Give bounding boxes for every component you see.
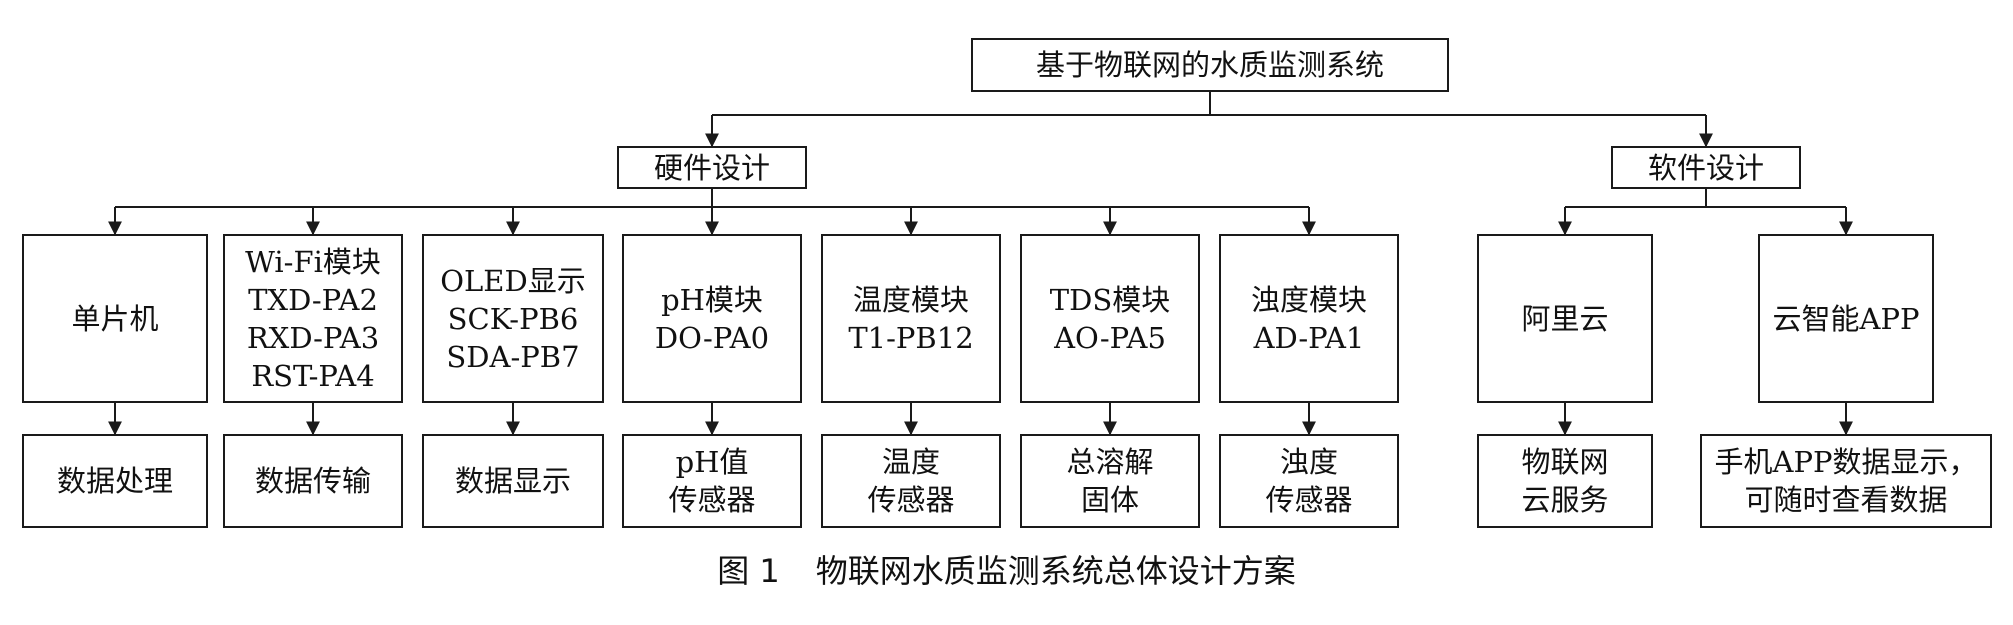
- function-line: pH值: [675, 445, 749, 479]
- software-design-box: 软件设计: [1611, 146, 1801, 189]
- module-line: 温度模块: [852, 282, 969, 317]
- function-line: 固体: [1080, 483, 1139, 517]
- app-module-box: 云智能APP: [1758, 234, 1934, 403]
- module-line: T1-PB12: [848, 320, 974, 355]
- function-line: 浊度: [1279, 445, 1338, 479]
- module-line: RXD-PA3: [246, 320, 380, 355]
- root-box: 基于物联网的水质监测系统: [971, 38, 1449, 92]
- module-line: SCK-PB6: [447, 301, 579, 336]
- figure-number: 图 1: [717, 552, 780, 590]
- function-box-turbidity-sensor: 浊度 传感器: [1219, 434, 1399, 528]
- ph-module-box: pH模块 DO-PA0: [622, 234, 802, 403]
- function-line: 云服务: [1521, 483, 1609, 517]
- module-line: 浊度模块: [1250, 282, 1367, 317]
- module-line: TXD-PA2: [248, 282, 378, 317]
- function-box-data-display: 数据显示: [422, 434, 604, 528]
- function-box-app-display: 手机APP数据显示， 可随时查看数据: [1700, 434, 1992, 528]
- module-line: Wi-Fi模块: [245, 244, 381, 279]
- tds-module-box: TDS模块 AO-PA5: [1020, 234, 1200, 403]
- function-box-temperature-sensor: 温度 传感器: [821, 434, 1001, 528]
- function-box-ph-sensor: pH值 传感器: [622, 434, 802, 528]
- module-line: RST-PA4: [251, 358, 375, 393]
- turbidity-module-box: 浊度模块 AD-PA1: [1219, 234, 1399, 403]
- module-line: 云智能APP: [1772, 301, 1920, 336]
- function-box-iot-cloud: 物联网 云服务: [1477, 434, 1653, 528]
- module-line: OLED显示: [440, 263, 586, 298]
- function-line: 手机APP数据显示，: [1714, 445, 1978, 479]
- module-line: TDS模块: [1049, 282, 1171, 317]
- software-connector: [1565, 189, 1846, 208]
- function-box-tds: 总溶解 固体: [1020, 434, 1200, 528]
- function-line: 传感器: [668, 483, 756, 517]
- figure-caption: 图 1 物联网水质监测系统总体设计方案: [0, 546, 2013, 592]
- module-line: DO-PA0: [654, 320, 770, 355]
- temperature-module-box: 温度模块 T1-PB12: [821, 234, 1001, 403]
- root-label: 基于物联网的水质监测系统: [1035, 48, 1384, 82]
- function-box-data-transfer: 数据传输: [223, 434, 403, 528]
- hardware-design-label: 硬件设计: [653, 150, 770, 185]
- function-line: 可随时查看数据: [1744, 483, 1948, 517]
- wifi-module-box: Wi-Fi模块 TXD-PA2 RXD-PA3 RST-PA4: [223, 234, 403, 403]
- function-line: 物联网: [1521, 445, 1609, 479]
- function-line: 总溶解: [1066, 445, 1154, 479]
- module-line: AO-PA5: [1054, 320, 1166, 355]
- function-line: 数据处理: [56, 464, 173, 498]
- function-line: 温度: [881, 445, 940, 479]
- figure-title: 物联网水质监测系统总体设计方案: [815, 552, 1296, 590]
- software-design-label: 软件设计: [1647, 150, 1764, 185]
- hardware-design-box: 硬件设计: [617, 146, 807, 189]
- module-line: AD-PA1: [1253, 320, 1365, 355]
- module-line: pH模块: [661, 282, 763, 317]
- oled-module-box: OLED显示 SCK-PB6 SDA-PB7: [422, 234, 604, 403]
- module-line: 阿里云: [1521, 301, 1609, 336]
- function-line: 传感器: [1265, 483, 1353, 517]
- function-line: 传感器: [867, 483, 955, 517]
- hardware-connector: [115, 189, 1309, 208]
- module-line: 单片机: [71, 301, 159, 336]
- module-line: SDA-PB7: [446, 339, 580, 374]
- root-connector: [712, 92, 1706, 116]
- function-line: 数据显示: [454, 464, 571, 498]
- mcu-module-box: 单片机: [22, 234, 208, 403]
- aliyun-module-box: 阿里云: [1477, 234, 1653, 403]
- function-line: 数据传输: [254, 464, 371, 498]
- function-box-data-processing: 数据处理: [22, 434, 208, 528]
